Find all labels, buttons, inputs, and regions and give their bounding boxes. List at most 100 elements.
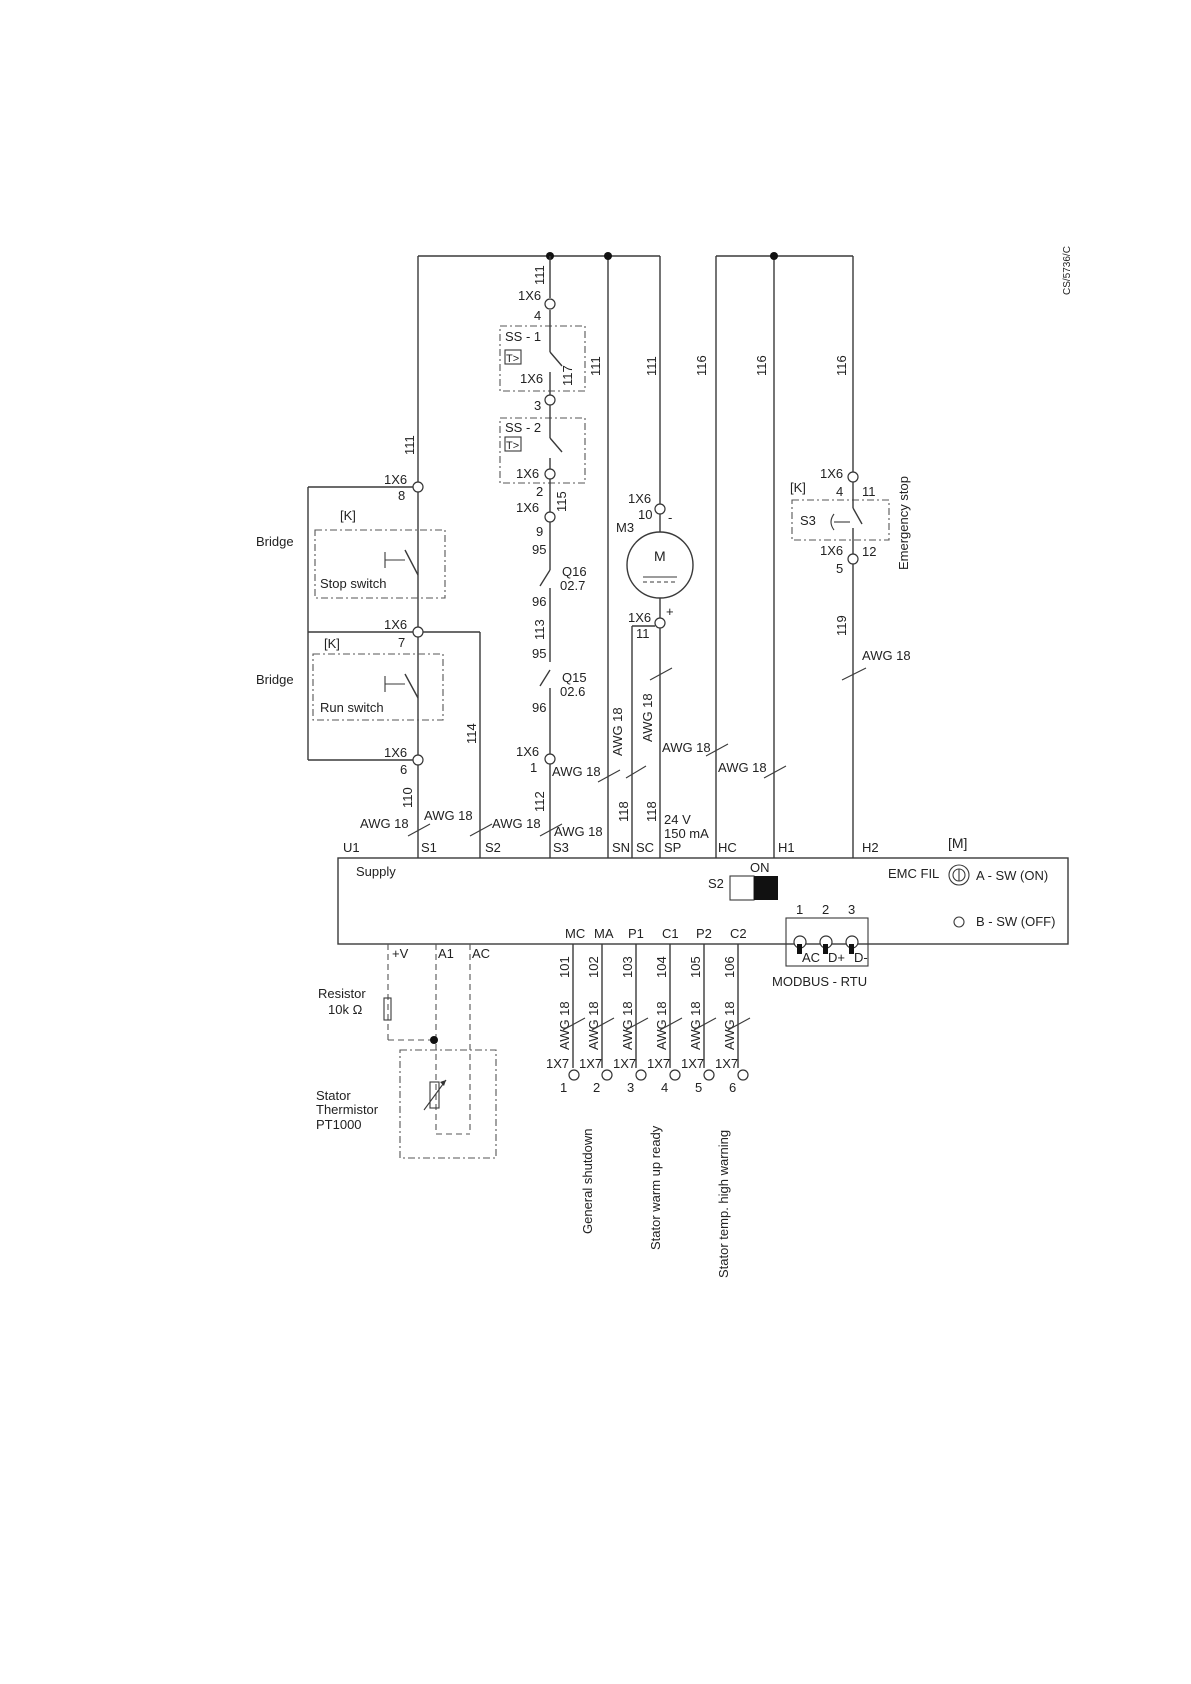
terminal-label: 1X7: [715, 1056, 738, 1071]
terminal-1x6-7: [412, 626, 424, 638]
terminal-1x6-9: [544, 511, 556, 523]
wire-label-116: 116: [834, 355, 849, 376]
module-top-label: S1: [421, 840, 437, 855]
q15-label: Q15: [562, 670, 587, 685]
terminal-number: 3: [627, 1080, 634, 1095]
contact-95: 95: [532, 646, 546, 661]
motor-label-m3: M3: [616, 520, 634, 535]
terminal-number: 11: [862, 484, 876, 499]
awg-label: AWG 18: [557, 1001, 572, 1050]
terminal-number: 2: [536, 484, 543, 499]
terminal-1x6-10: [654, 503, 666, 515]
resistor-symbol: [383, 997, 392, 1021]
terminal-number: 11: [636, 626, 650, 641]
wire-label-112: 112: [532, 791, 547, 812]
terminal-label: 1X6: [628, 610, 651, 625]
terminal-number: 9: [536, 524, 543, 539]
k-label: [K]: [340, 508, 356, 523]
sw-a-label: A - SW (ON): [976, 868, 1048, 883]
modbus-pin-label: D+: [828, 950, 845, 965]
terminal-1x7: [703, 1069, 715, 1081]
thermal-symbol: [504, 349, 522, 365]
terminal-number: 6: [400, 762, 407, 777]
awg-label: AWG 18: [360, 816, 409, 831]
s3-box: [791, 499, 890, 541]
motor-symbol: [626, 531, 694, 599]
wire-label-116: 116: [754, 355, 769, 376]
document-id: CS/5736/C: [1062, 246, 1073, 295]
awg-label: AWG 18: [424, 808, 473, 823]
module-output-label: MC: [565, 926, 585, 941]
terminal-1x6-11: [654, 617, 666, 629]
awg-label: AWG 18: [640, 693, 655, 742]
module-output-label: C2: [730, 926, 747, 941]
terminal-number: 5: [836, 561, 843, 576]
stator-label: Stator: [316, 1088, 351, 1103]
terminal-label: 1X6: [820, 543, 843, 558]
terminal-1x6-3: [544, 394, 556, 406]
terminal-1x6-8: [412, 481, 424, 493]
thermal-label: T>: [506, 353, 519, 365]
module-top-label: U1: [343, 840, 360, 855]
s2-label: S2: [708, 876, 724, 891]
emc-switch-icon: [948, 864, 970, 886]
module-top-label: SC: [636, 840, 654, 855]
modbus-number: 1: [796, 902, 803, 917]
junction-dot: [604, 252, 612, 260]
wire-label: 104: [654, 956, 669, 978]
modbus-pin-label: D-: [854, 950, 868, 965]
wire-label-111: 111: [402, 435, 417, 455]
k-label: [K]: [324, 636, 340, 651]
wire-label: 105: [688, 956, 703, 978]
controller-module: [337, 857, 1069, 945]
awg-label: AWG 18: [688, 1001, 703, 1050]
bridge-label: Bridge: [256, 672, 294, 687]
q15-ref: 02.6: [560, 684, 585, 699]
supply-label: Supply: [356, 864, 396, 879]
resistor-value: 10k Ω: [328, 1002, 363, 1017]
contact-95: 95: [532, 542, 546, 557]
wire-tick: [727, 1017, 751, 1031]
sw-b-circle-icon: [953, 916, 965, 928]
wire-tick: [659, 1017, 683, 1031]
terminal-number: 4: [836, 484, 843, 499]
terminal-number: 7: [398, 635, 405, 650]
awg-label: AWG 18: [718, 760, 767, 775]
junction-dot: [430, 1036, 438, 1044]
wire-label: 101: [557, 956, 572, 978]
terminal-number: 2: [593, 1080, 600, 1095]
module-output-label: P1: [628, 926, 644, 941]
thermistor-symbol: [429, 1081, 440, 1109]
awg-label: AWG 18: [554, 824, 603, 839]
motor-letter: M: [654, 548, 666, 564]
wire-label-118: 118: [644, 801, 659, 822]
output-warmup-ready: Stator warm up ready: [648, 1125, 663, 1250]
terminal-number: 1: [530, 760, 537, 775]
wire-label: 106: [722, 956, 737, 978]
modbus-number: 3: [848, 902, 855, 917]
s2-on-label: ON: [750, 860, 770, 875]
s2-switch-on-side: [754, 876, 778, 900]
terminal-1x7: [601, 1069, 613, 1081]
pt1000-label: PT1000: [316, 1117, 362, 1132]
terminal-label: 1X6: [516, 500, 539, 515]
stop-switch-box: [314, 529, 446, 599]
terminal-label: 1X6: [516, 466, 539, 481]
terminal-label: 1X7: [647, 1056, 670, 1071]
modbus-pin-marker: [823, 944, 828, 954]
q16-label: Q16: [562, 564, 587, 579]
wire-tick: [625, 1017, 649, 1031]
awg-label: AWG 18: [492, 816, 541, 831]
wire-label: 102: [586, 956, 601, 978]
thermistor-label: Thermistor: [316, 1102, 379, 1117]
power-voltage: 24 V: [664, 812, 691, 827]
wire-label-119: 119: [834, 615, 849, 636]
k-label: [K]: [790, 480, 806, 495]
modbus-pin-marker: [797, 944, 802, 954]
terminal-label: 1X6: [384, 617, 407, 632]
terminal-label: 1X7: [579, 1056, 602, 1071]
emc-label: EMC FIL: [888, 866, 939, 881]
